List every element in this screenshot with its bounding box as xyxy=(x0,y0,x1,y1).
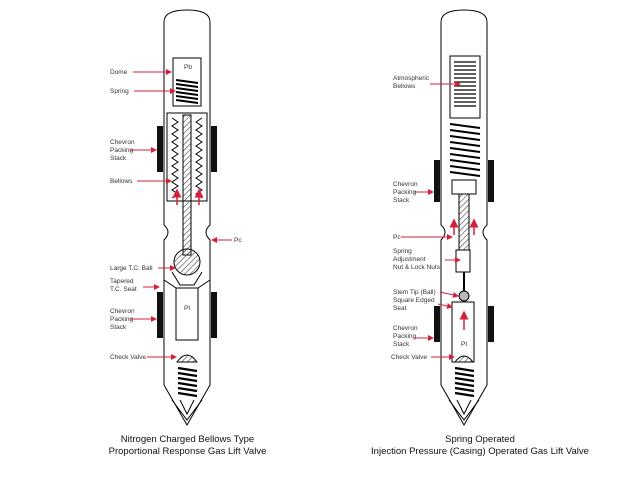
label-bellows: Bellows xyxy=(110,178,133,185)
label-pc: Pc xyxy=(234,237,242,244)
left-nose xyxy=(171,399,203,421)
label-r-chevron-bot-3: Stack xyxy=(393,341,410,348)
label-r-chevron-top-1: Chevron xyxy=(393,181,418,188)
left-caption-line2: Proportional Response Gas Lift Valve xyxy=(108,446,267,457)
label-pb: Pb xyxy=(184,64,192,71)
right-caption-line2: Injection Pressure (Casing) Operated Gas… xyxy=(371,446,589,457)
left-stem xyxy=(182,114,192,256)
left-spring xyxy=(175,79,199,104)
label-large-ball: Large T.C. Ball xyxy=(110,265,153,272)
label-chevron-top-3: Stack xyxy=(110,155,127,162)
label-tapered-1: Tapered xyxy=(110,278,134,285)
right-atm-bellows xyxy=(454,61,476,107)
left-chevron-packing xyxy=(157,126,217,338)
left-labels: Dome Spring Chevron Packing Stack Bellow… xyxy=(110,64,242,361)
label-chevron-top-2: Packing xyxy=(110,147,134,154)
label-square-1: Square Edged xyxy=(393,297,435,304)
right-check-valve xyxy=(453,355,475,363)
label-stem-tip: Stem Tip (Ball) xyxy=(393,289,436,296)
label-spring-adj-1: Spring xyxy=(393,248,412,255)
left-internal-arrows xyxy=(172,188,204,205)
right-caption: Spring Operated Injection Pressure (Casi… xyxy=(345,434,615,458)
left-leader-arrows xyxy=(130,69,232,360)
label-square-2: Seat xyxy=(393,305,407,312)
label-tapered-2: T.C. Seat xyxy=(110,286,137,293)
label-r-check-valve: Check Valve xyxy=(391,354,427,361)
label-dome: Dome xyxy=(110,69,128,76)
right-labels: Atmospheric Bellows Chevron Packing Stac… xyxy=(391,75,467,361)
label-r-chevron-top-3: Stack xyxy=(393,197,410,204)
left-lower-chamber xyxy=(163,271,211,341)
left-caption: Nitrogen Charged Bellows Type Proportion… xyxy=(85,434,290,458)
label-r-pc: Pc xyxy=(393,234,401,241)
right-bottom-spring xyxy=(454,366,475,398)
right-caption-line1: Spring Operated xyxy=(445,434,515,445)
label-spring: Spring xyxy=(110,88,129,95)
right-nose xyxy=(448,399,480,421)
label-pt: Pt xyxy=(184,305,190,312)
label-r-chevron-bot-2: Packing xyxy=(393,333,417,340)
left-bellows xyxy=(171,117,203,199)
label-atm-1: Atmospheric xyxy=(393,75,430,82)
right-stem-ball xyxy=(458,290,470,302)
left-large-ball xyxy=(173,248,201,276)
label-r-chevron-bot-1: Chevron xyxy=(393,325,418,332)
label-r-pt: Pt xyxy=(461,341,467,348)
left-check-valve xyxy=(176,354,198,363)
right-spring xyxy=(449,123,481,177)
label-chevron-bot-3: Stack xyxy=(110,324,127,331)
right-stem xyxy=(458,193,470,251)
right-leader-arrows xyxy=(401,81,461,360)
label-r-chevron-top-2: Packing xyxy=(393,189,417,196)
right-chevron-packing xyxy=(434,160,494,342)
label-spring-adj-2: Adjustment xyxy=(393,256,426,263)
label-chevron-bot-2: Packing xyxy=(110,316,134,323)
left-bottom-spring xyxy=(177,366,198,398)
label-atm-2: Bellows xyxy=(393,83,416,90)
left-caption-line1: Nitrogen Charged Bellows Type xyxy=(120,434,255,445)
label-chevron-bot-1: Chevron xyxy=(110,308,135,315)
label-chevron-top-1: Chevron xyxy=(110,139,135,146)
label-check-valve: Check Valve xyxy=(110,354,146,361)
right-internal-arrows xyxy=(449,218,479,330)
label-spring-adj-3: Nut & Lock Nuts xyxy=(393,264,441,271)
